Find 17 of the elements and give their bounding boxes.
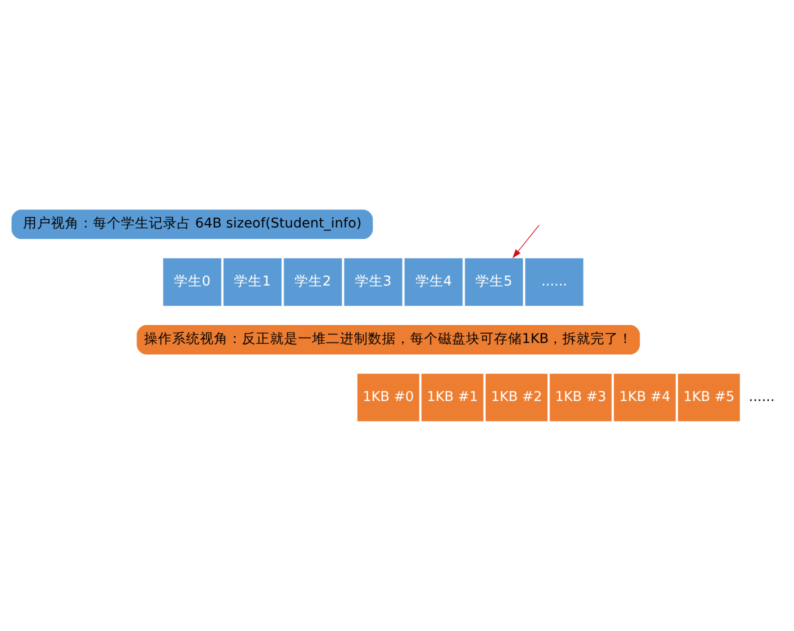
node-box: 学生1 <box>222 256 284 307</box>
node-box: 1KB #0 <box>356 372 421 422</box>
node-box: 用户视角：每个学生记录占 64B sizeof(Student_info) <box>12 209 373 239</box>
node-box: 学生5 <box>463 256 524 307</box>
node-box: 学生3 <box>342 256 404 307</box>
arrow <box>512 224 540 258</box>
node-box: ...... <box>524 256 585 307</box>
label: ...... <box>748 388 775 404</box>
node-box: 学生0 <box>162 256 223 307</box>
node-box: 1KB #5 <box>676 372 742 422</box>
node-box: 1KB #2 <box>484 372 549 422</box>
node-box: 操作系统视角：反正就是一堆二进制数据，每个磁盘块可存储1KB，拆就完了！ <box>136 324 640 354</box>
node-box: 学生2 <box>282 256 344 307</box>
node-box: 1KB #3 <box>548 372 614 422</box>
node-box: 学生4 <box>403 256 464 307</box>
node-box: 1KB #4 <box>612 372 678 422</box>
node-box: 1KB #1 <box>420 372 485 422</box>
